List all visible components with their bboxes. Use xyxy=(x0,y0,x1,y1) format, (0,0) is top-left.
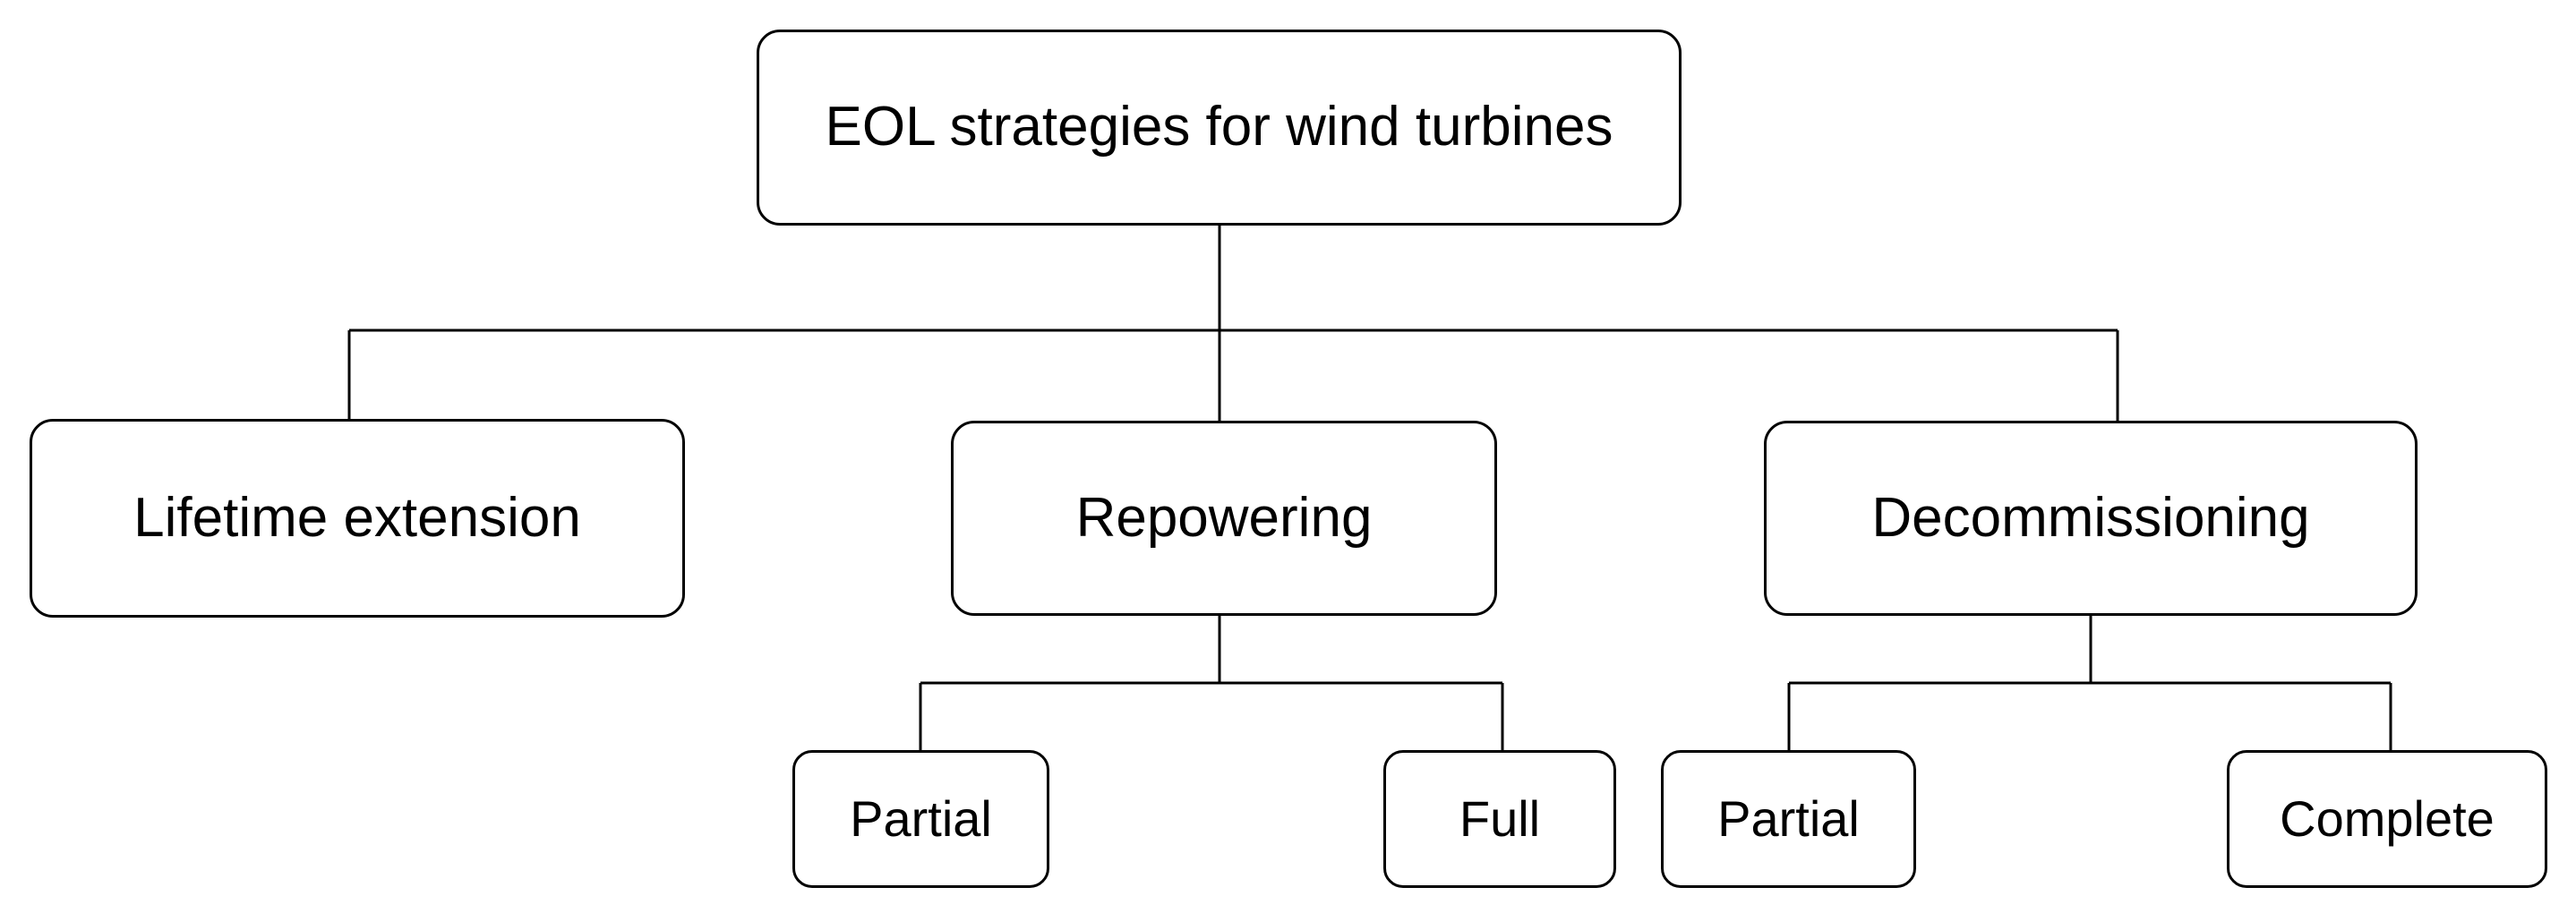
node-label-decommissioning-complete: Complete xyxy=(2280,790,2495,848)
node-repowering[interactable]: Repowering xyxy=(951,421,1497,616)
node-decommissioning-partial[interactable]: Partial xyxy=(1661,750,1916,888)
node-decommissioning[interactable]: Decommissioning xyxy=(1764,421,2418,616)
node-label-decommissioning: Decommissioning xyxy=(1871,486,2310,549)
node-repowering-partial[interactable]: Partial xyxy=(792,750,1049,888)
node-label-repowering-partial: Partial xyxy=(850,790,992,848)
node-eol-strategies-root[interactable]: EOL strategies for wind turbines xyxy=(757,30,1682,226)
node-label-repowering: Repowering xyxy=(1075,486,1373,549)
node-label-lifetime-extension: Lifetime extension xyxy=(133,486,581,549)
node-repowering-full[interactable]: Full xyxy=(1383,750,1616,888)
node-label-root: EOL strategies for wind turbines xyxy=(825,96,1613,158)
node-label-decommissioning-partial: Partial xyxy=(1717,790,1860,848)
node-label-repowering-full: Full xyxy=(1459,790,1541,848)
node-decommissioning-complete[interactable]: Complete xyxy=(2227,750,2547,888)
node-lifetime-extension[interactable]: Lifetime extension xyxy=(30,419,685,618)
